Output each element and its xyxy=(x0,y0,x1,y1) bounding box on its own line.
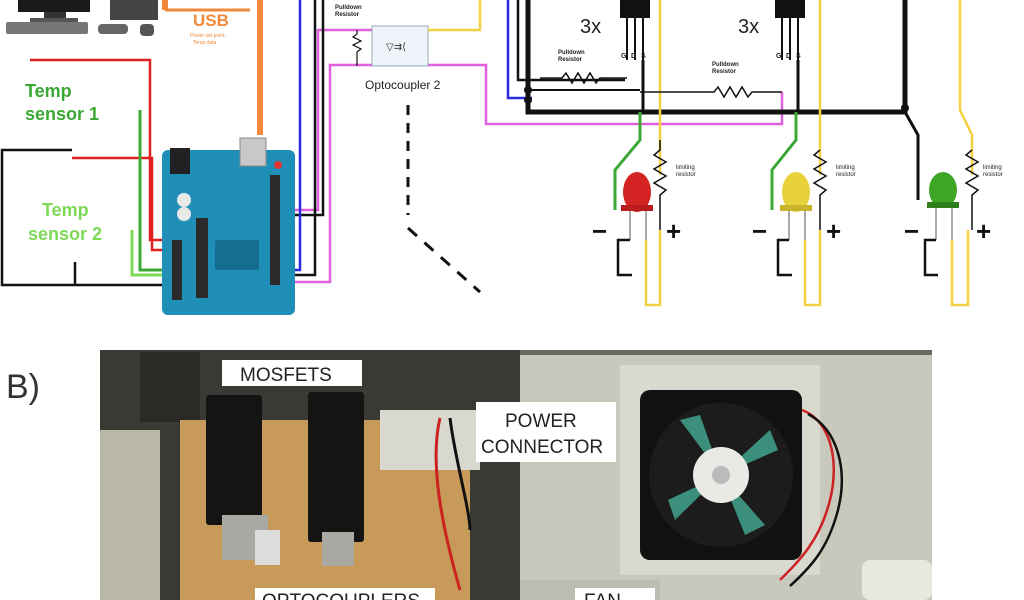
svg-text:limiting: limiting xyxy=(983,165,1002,171)
svg-text:−: − xyxy=(592,216,607,246)
svg-text:resistor: resistor xyxy=(676,172,696,178)
mosfet-2 xyxy=(775,0,805,60)
mosfet-count-2: 3x xyxy=(738,16,759,38)
circuit-diagram: USB Power set point, Temp data Temp sens… xyxy=(0,0,1003,315)
signal-wire-magenta-1 xyxy=(295,28,372,212)
temp-sensor-1-line1: Temp xyxy=(25,81,72,101)
usb-label: USB xyxy=(193,11,229,30)
svg-text:G: G xyxy=(776,53,782,60)
svg-text:D: D xyxy=(631,53,636,60)
signal-wire-black-1 xyxy=(295,0,325,217)
optocouplers-label: OPTOCOUPLERS xyxy=(262,591,420,600)
svg-text:−: − xyxy=(752,216,767,246)
optocouplers-label-box xyxy=(255,588,435,600)
led-yellow xyxy=(770,112,828,307)
mosfets-label-box xyxy=(222,360,362,386)
sensor-2-power-wire xyxy=(72,156,165,252)
led-red xyxy=(613,112,668,307)
led-green xyxy=(923,149,980,307)
signal-wire-blue xyxy=(295,0,302,272)
pulldown-3-line1: Pulldown xyxy=(712,62,739,68)
svg-text:+: + xyxy=(666,216,681,246)
pulldown-3-line2: Resistor xyxy=(712,69,737,75)
svg-text:−: − xyxy=(904,216,919,246)
svg-text:resistor: resistor xyxy=(836,172,856,178)
pulldown-1-line2: Resistor xyxy=(335,12,360,18)
power-connector-label-box xyxy=(476,402,616,462)
svg-text:limiting: limiting xyxy=(676,165,695,171)
svg-text:S: S xyxy=(796,53,801,60)
fan xyxy=(640,390,802,560)
svg-text:S: S xyxy=(641,53,646,60)
ground-bus xyxy=(525,0,908,115)
svg-text:+: + xyxy=(826,216,841,246)
sensor-1-power-wire xyxy=(30,58,165,242)
signal-wire-magenta-2 xyxy=(295,63,784,284)
pulldown-1-line1: Pulldown xyxy=(335,5,362,11)
temp-sensor-2-line1: Temp xyxy=(42,200,89,220)
mosfet-count-1: 3x xyxy=(580,16,601,38)
mosfets-label: MOSFETS xyxy=(240,365,332,386)
sensor-1-data-wire xyxy=(138,110,165,272)
sensor-2-data-wire xyxy=(130,230,165,277)
power-connector-line2: CONNECTOR xyxy=(481,437,603,458)
usb-cable xyxy=(162,0,263,135)
fan-label: FAN xyxy=(584,591,621,600)
usb-note-1: Power set point, xyxy=(190,33,226,39)
temp-sensor-2-line2: sensor 2 xyxy=(28,224,102,244)
pulldown-resistor-1 xyxy=(351,30,363,66)
ground-wire xyxy=(0,148,165,287)
pulldown-resistor-3 xyxy=(640,85,782,99)
computer-icon xyxy=(6,0,158,36)
pulldown-resistor-2 xyxy=(540,71,627,85)
panel-b-label: B) xyxy=(6,368,40,406)
pulldown-2-line2: Resistor xyxy=(558,57,583,63)
mosfet-heatsink-1 xyxy=(206,395,262,525)
svg-text:▽⇉⟨: ▽⇉⟨ xyxy=(386,42,406,53)
arduino-board xyxy=(162,137,295,315)
mosfet-1 xyxy=(620,0,650,60)
svg-text:limiting: limiting xyxy=(836,165,855,171)
power-connector-line1: POWER xyxy=(505,411,577,432)
svg-text:+: + xyxy=(976,216,991,246)
svg-text:resistor: resistor xyxy=(983,172,1003,178)
fan-label-box xyxy=(575,588,655,600)
optocoupler-2-label: Optocoupler 2 xyxy=(365,78,441,92)
pulldown-2-line1: Pulldown xyxy=(558,50,585,56)
usb-note-2: Temp data xyxy=(193,40,217,46)
optocoupler-2 xyxy=(371,25,429,67)
svg-text:G: G xyxy=(621,53,627,60)
temp-sensor-1-line2: sensor 1 xyxy=(25,104,99,124)
svg-text:D: D xyxy=(786,53,791,60)
hardware-photo xyxy=(100,350,932,600)
mosfet-heatsink-2 xyxy=(308,392,364,542)
